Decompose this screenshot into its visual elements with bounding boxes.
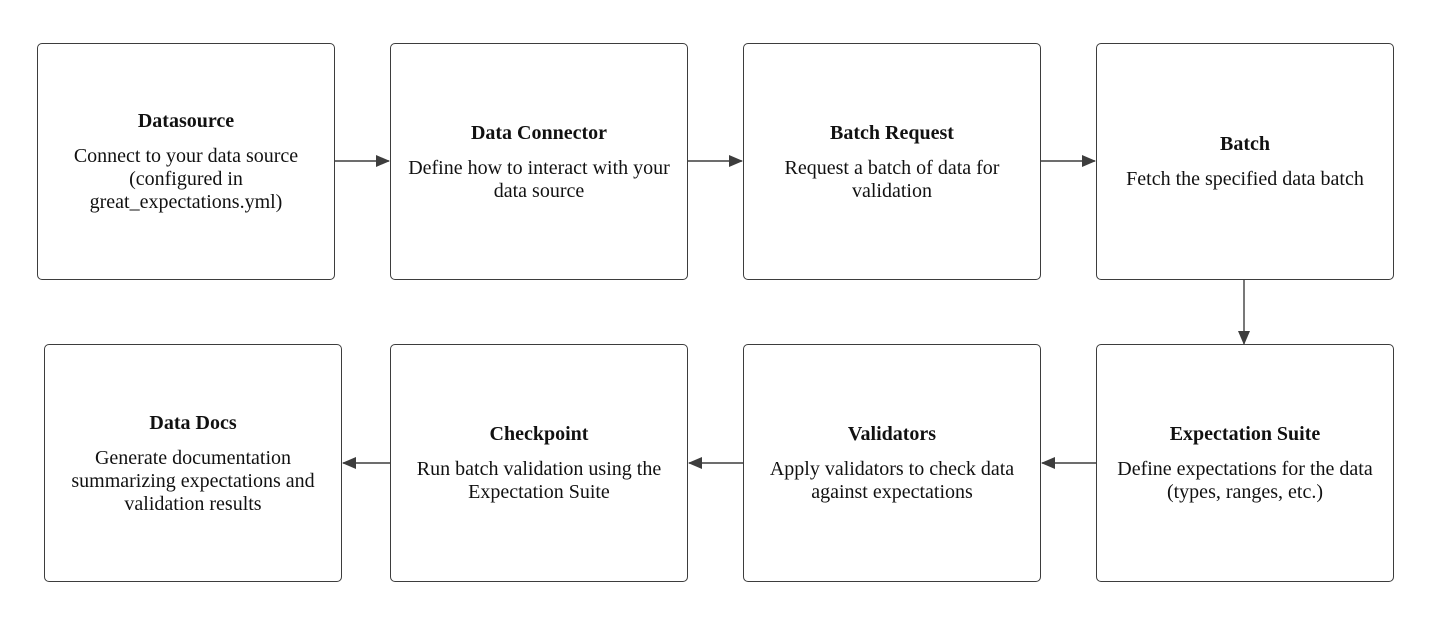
node-description-line: Fetch the specified data batch [1126,168,1364,190]
node-description-line: summarizing expectations and [71,469,315,492]
node-description-line: (configured in [129,168,243,190]
node-description-line: Expectation Suite [468,481,610,503]
node-title: Data Docs [149,411,237,434]
node-description-line: Apply validators to check data [769,458,1015,480]
node-datasource: Datasource Connect to your data source (… [37,43,335,280]
node-description-line: against expectations [811,481,973,503]
node-description-line: Request a batch of data for [784,156,1000,179]
node-title: Batch [1220,133,1270,155]
node-expectation-suite: Expectation Suite Define expectations fo… [1096,344,1394,582]
node-validators: Validators Apply validators to check dat… [743,344,1041,582]
node-description-line: validation results [124,492,262,515]
node-description-line: Generate documentation [94,446,291,469]
node-description: Define how to interact with your data so… [408,157,670,203]
node-description: Run batch validation using the Expectati… [417,458,661,504]
node-checkpoint: Checkpoint Run batch validation using th… [390,344,688,582]
node-description-line: Connect to your data source [73,145,299,167]
node-description-line: great_expectations.yml) [89,191,283,213]
node-batch: Batch Fetch the specified data batch [1096,43,1394,280]
node-title: Batch Request [830,121,954,144]
node-description-line: (types, ranges, etc.) [1166,481,1324,503]
node-description: Apply validators to check data against e… [770,458,1014,504]
node-title: Checkpoint [489,423,589,445]
node-description: Define expectations for the data (types,… [1117,458,1372,504]
node-description-line: validation [852,179,932,202]
node-description: Request a batch of data for validation [785,157,1000,203]
node-data-connector: Data Connector Define how to interact wi… [390,43,688,280]
node-description-line: Define how to interact with your [408,156,670,179]
node-description: Generate documentation summarizing expec… [71,447,314,516]
node-title: Expectation Suite [1169,423,1321,445]
node-title: Data Connector [470,121,608,144]
node-batch-request: Batch Request Request a batch of data fo… [743,43,1041,280]
node-description-line: Run batch validation using the [416,458,662,480]
node-description: Fetch the specified data batch [1126,168,1364,191]
node-description-line: Define expectations for the data [1117,458,1373,480]
node-title: Datasource [137,110,235,132]
node-description: Connect to your data source (configured … [74,145,298,214]
node-title: Validators [847,423,937,445]
node-description-line: data source [493,179,585,202]
node-data-docs: Data Docs Generate documentation summari… [44,344,342,582]
